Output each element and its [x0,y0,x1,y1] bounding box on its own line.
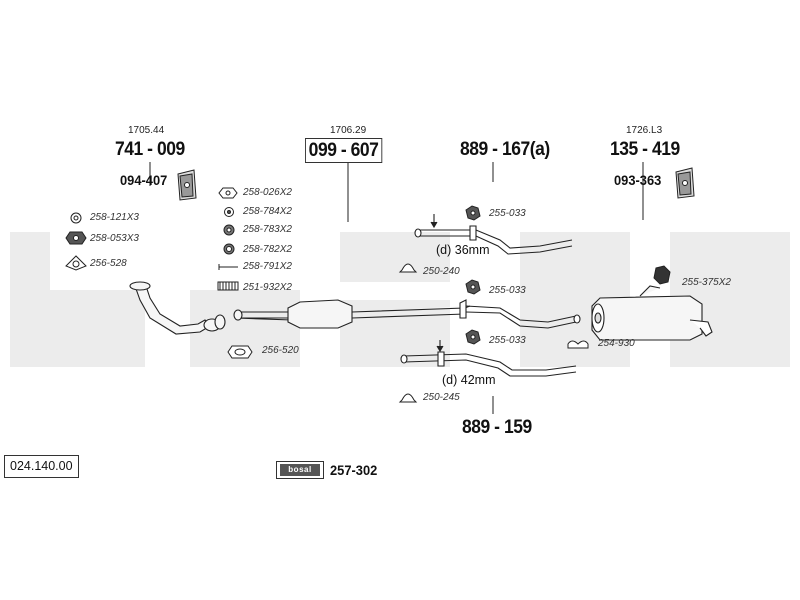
spring-icon [217,281,239,291]
part-label: 250-240 [423,266,460,277]
part-label: 256-520 [262,345,299,356]
part-label: 258-026X2 [243,187,292,198]
front-pipe [129,281,226,335]
catalytic-ref: 1706.29 [330,125,367,136]
brand-logo: bosal [276,461,324,479]
center-pipe-b [400,340,577,377]
part-label: 255-375X2 [682,277,731,288]
rubber-block-icon [653,265,671,285]
front-bracket-code: 094-407 [120,172,168,188]
bracket-front [177,169,197,201]
center-pipe-a [414,214,573,255]
part-label: 258-783X2 [243,224,292,235]
part-label: 250-245 [423,392,460,403]
diameter-42-label: (d) 42mm [442,373,496,387]
catalog-number: 024.140.00 [4,455,79,478]
part-label: 258-782X2 [243,244,292,255]
rear-silencer [591,285,713,341]
part-label: 256-528 [90,258,127,269]
clamp-icon [398,263,418,273]
part-label: 255-033 [489,285,526,296]
part-label: 254-930 [598,338,635,349]
rear-clamp-icon [567,340,589,349]
brand-logo-text: bosal [280,464,320,476]
part-label: 258-121X3 [90,212,139,223]
rear-ref: 1726.L3 [626,125,663,136]
center-a-code: 889 - 167(a) [460,139,550,160]
center-b-code: 889 - 159 [462,417,532,438]
part-label: 258-791X2 [243,261,292,272]
part-label: 255-033 [489,335,526,346]
catalytic-section [233,299,471,329]
center-main-pipe [465,305,581,329]
diameter-36-label: (d) 36mm [436,243,490,257]
front-pipe-ref: 1705.44 [128,125,165,136]
rear-bracket-code: 093-363 [614,172,662,188]
part-label: 258-784X2 [243,206,292,217]
part-label: 255-033 [489,208,526,219]
part-label: 258-053X3 [90,233,139,244]
bracket-rear [675,167,695,199]
clamp-icon-2 [398,393,418,403]
front-pipe-code: 741 - 009 [115,139,185,160]
brand-code: 257-302 [330,462,378,478]
part-label: 251-932X2 [243,282,292,293]
catalytic-code: 099 - 607 [305,138,383,163]
rear-code: 135 - 419 [610,139,680,160]
